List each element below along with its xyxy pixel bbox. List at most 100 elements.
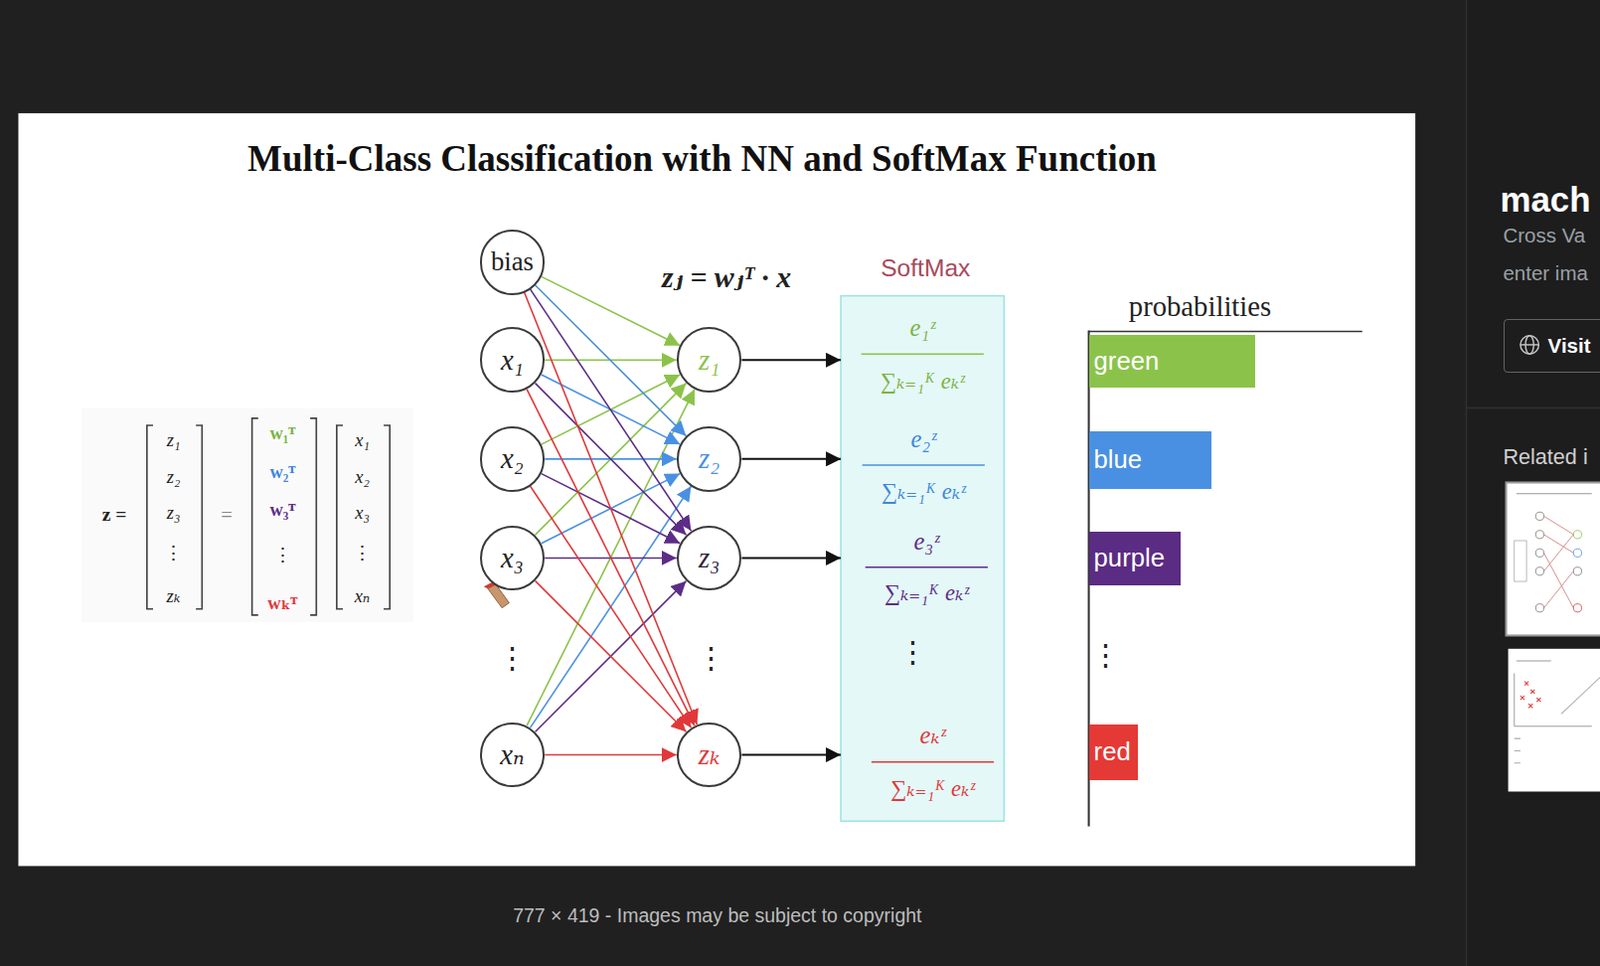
label-holder: z₃ xyxy=(166,502,181,524)
fraction-denominator: ∑ₖ₌₁ᴷ eₖᶻ xyxy=(890,776,975,802)
fraction-numerator: e₁ᶻ xyxy=(909,314,935,342)
probability-bar: blue xyxy=(1089,431,1212,488)
connection-arrow xyxy=(741,556,841,559)
bracket xyxy=(195,425,202,610)
neuron-label: z₃ xyxy=(698,541,720,575)
text-holder: x₃ xyxy=(500,541,524,575)
label-holder: ⋮ xyxy=(163,543,183,565)
label-holder: ⋮ xyxy=(273,545,293,567)
matrix-brackets xyxy=(147,418,390,616)
math-symbol: x₁ xyxy=(354,430,370,452)
connection-arrow xyxy=(535,285,687,437)
label-holder: ⋮ xyxy=(1091,639,1120,672)
text-holder: eₖᶻ xyxy=(920,721,947,750)
fraction-numerator: e₃ᶻ xyxy=(914,527,940,556)
fraction-bar xyxy=(862,464,985,467)
section-divider xyxy=(1465,407,1600,410)
globe-equator xyxy=(1520,343,1539,345)
chart-axis xyxy=(1089,330,1363,333)
equals-sign: = xyxy=(220,503,233,528)
connection-arrow xyxy=(535,383,687,536)
globe-ring xyxy=(1520,335,1539,354)
caption-holder: 777 × 419 - Images may be subject to cop… xyxy=(512,904,922,927)
neuron-label: x₃ xyxy=(500,541,524,575)
neuron-label: z₁ xyxy=(698,343,720,377)
softmax-band-fill xyxy=(840,296,1004,822)
thumbnail-line xyxy=(1516,660,1552,662)
thumbnail-frame xyxy=(1506,481,1600,636)
label-holder: ⋮ xyxy=(497,641,527,675)
connection-arrow xyxy=(535,581,687,733)
math-symbol: w₃ᵀ xyxy=(269,499,296,521)
math-symbol: x₃ xyxy=(354,502,370,524)
label-holder: w₂ᵀ xyxy=(269,462,296,483)
input-neuron: x₁ xyxy=(480,326,546,393)
text-holder: purple xyxy=(1094,543,1165,574)
connection-arrow xyxy=(535,581,687,733)
thumbnail-line xyxy=(1561,677,1600,715)
ellipsis: ⋮ xyxy=(163,543,183,565)
label-holder: z₂ xyxy=(166,467,181,488)
page-subtitle: Cross Va xyxy=(1502,223,1586,248)
label-holder: x₃ xyxy=(354,502,370,524)
ellipsis: ⋮ xyxy=(696,641,726,675)
output-neuron: z₁ xyxy=(676,326,743,393)
section-heading: Related i xyxy=(1502,445,1588,471)
text-holder: blue xyxy=(1094,445,1143,476)
text-holder: xₙ xyxy=(499,738,524,772)
thumbnail-frame xyxy=(1508,648,1600,793)
ellipsis: ⋮ xyxy=(898,636,928,669)
probability-bar: purple xyxy=(1089,531,1181,586)
diagram-title: Multi-Class Classification with NN and S… xyxy=(247,138,1157,181)
neuron-label: zₖ xyxy=(698,738,721,772)
input-neuron: x₂ xyxy=(480,426,546,492)
text-holder: ∑ₖ₌₁ᴷ eₖᶻ xyxy=(884,580,969,607)
connection-arrow xyxy=(530,289,692,531)
image-caption: 777 × 419 - Images may be subject to cop… xyxy=(512,904,922,927)
page-subtitle: enter ima xyxy=(1502,261,1588,286)
neuron-label: x₁ xyxy=(500,343,524,377)
thumbnail-network xyxy=(1535,511,1582,613)
output-neuron: z₃ xyxy=(676,525,743,592)
bracket xyxy=(383,425,390,610)
connection-arrow xyxy=(530,485,692,728)
label-holder: = xyxy=(220,503,233,528)
probability-bar: green xyxy=(1089,334,1256,388)
fraction-bar xyxy=(871,761,994,764)
math-symbol: z₂ xyxy=(166,467,181,488)
input-neuron: x₃ xyxy=(480,525,546,592)
matrix-name: z = xyxy=(102,503,128,526)
formula: zⱼ = wⱼᵀ · x xyxy=(661,260,792,295)
text-holder: ∑ₖ₌₁ᴷ eₖᶻ xyxy=(881,479,966,505)
label-holder: Related i xyxy=(1502,445,1588,471)
math-symbol: w₂ᵀ xyxy=(269,462,296,483)
connection-arrow xyxy=(741,754,841,757)
fraction-bar xyxy=(861,352,984,355)
neuron-label: z₂ xyxy=(698,442,720,476)
text-holder: z₃ xyxy=(698,541,720,575)
fraction-bar xyxy=(865,566,988,569)
text-holder: z₂ xyxy=(698,442,720,476)
label-holder: w₃ᵀ xyxy=(269,499,296,521)
fraction-denominator: ∑ₖ₌₁ᴷ eₖᶻ xyxy=(881,479,966,505)
fraction-denominator: ∑ₖ₌₁ᴷ eₖᶻ xyxy=(880,368,965,395)
connection-arrow xyxy=(530,485,692,728)
connection-arrow xyxy=(524,292,698,725)
bias-neuron: bias xyxy=(480,229,546,296)
connection-arrow xyxy=(741,458,841,461)
label-holder: wₖᵀ xyxy=(267,593,298,615)
chart-title: probabilities xyxy=(1128,290,1272,323)
thumbnail-axes xyxy=(1514,672,1593,726)
label-holder: zⱼ = wⱼᵀ · x xyxy=(661,260,792,295)
label-holder: mach xyxy=(1499,179,1591,220)
button-label: Visit xyxy=(1548,333,1592,358)
label-holder: ⋮ xyxy=(696,641,726,675)
matrix-ground xyxy=(81,408,414,624)
fraction-numerator: e₂ᶻ xyxy=(911,425,937,454)
text-holder: Visit xyxy=(1548,333,1592,358)
math-symbol: zₖ xyxy=(166,586,181,608)
thumbnail-line xyxy=(1516,492,1593,494)
label-holder: z = xyxy=(102,503,128,526)
math-symbol: z₃ xyxy=(166,502,181,524)
